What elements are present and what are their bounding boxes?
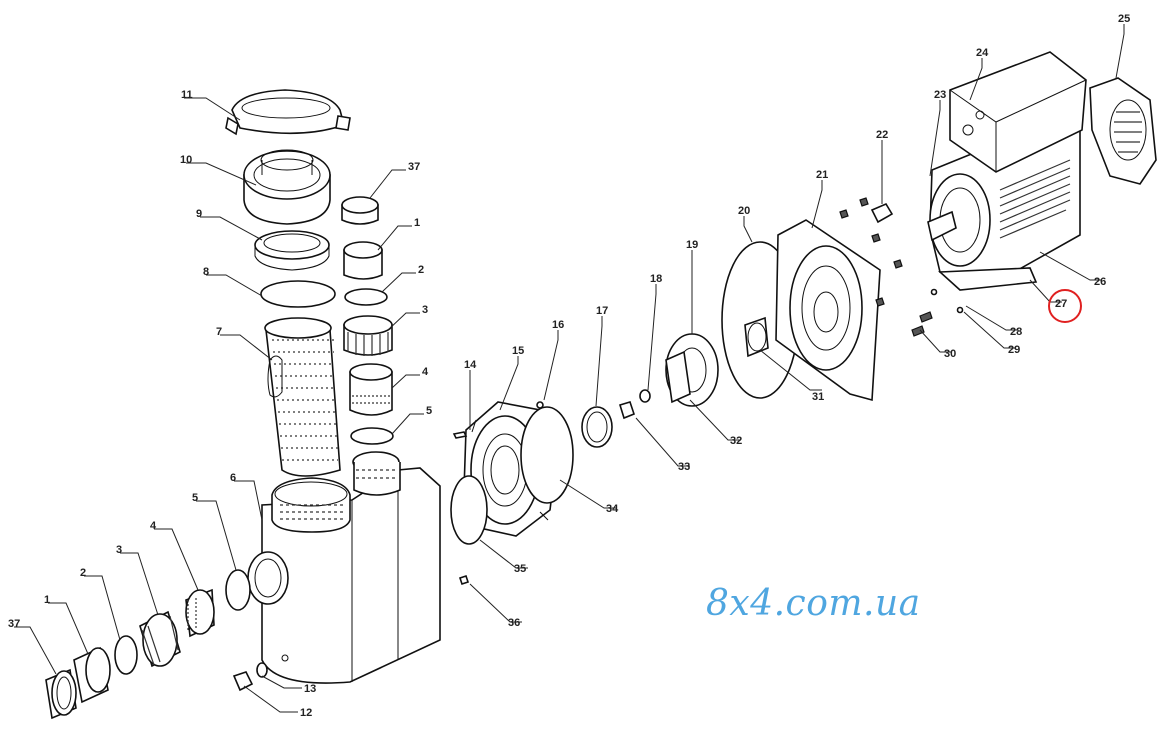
label-37-top: 37 bbox=[408, 161, 420, 173]
label-8: 8 bbox=[203, 266, 209, 278]
label-34: 34 bbox=[606, 503, 619, 515]
highlight-circle bbox=[1048, 289, 1082, 323]
label-14: 14 bbox=[464, 359, 477, 371]
label-19: 19 bbox=[686, 239, 698, 251]
label-12: 12 bbox=[300, 707, 312, 719]
impeller-assembly bbox=[618, 333, 719, 420]
wear-ring-17 bbox=[581, 406, 613, 448]
label-35: 35 bbox=[514, 563, 526, 575]
label-23: 23 bbox=[934, 89, 946, 101]
label-24: 24 bbox=[976, 47, 989, 59]
label-36: 36 bbox=[508, 617, 520, 629]
pin-16 bbox=[536, 401, 544, 409]
label-11: 11 bbox=[181, 89, 193, 101]
fan-cover-25 bbox=[1089, 77, 1157, 185]
label-16: 16 bbox=[552, 319, 564, 331]
label-3-top: 3 bbox=[422, 304, 428, 316]
label-28: 28 bbox=[1010, 326, 1022, 338]
motor bbox=[927, 51, 1087, 291]
label-17: 17 bbox=[596, 305, 608, 317]
label-13: 13 bbox=[304, 683, 316, 695]
label-4-top: 4 bbox=[422, 366, 429, 378]
label-5-top: 5 bbox=[426, 405, 432, 417]
label-20: 20 bbox=[738, 205, 750, 217]
label-6: 6 bbox=[230, 472, 236, 484]
label-7: 7 bbox=[216, 326, 222, 338]
union-fittings-left bbox=[45, 569, 251, 720]
o-ring-35 bbox=[450, 475, 488, 545]
label-2-top: 2 bbox=[418, 264, 424, 276]
label-27: 27 bbox=[1055, 298, 1067, 310]
base-bolts bbox=[911, 288, 964, 337]
label-26: 26 bbox=[1094, 276, 1106, 288]
label-25: 25 bbox=[1118, 13, 1130, 25]
lid-gasket bbox=[254, 230, 330, 271]
strainer-lid bbox=[243, 149, 331, 225]
label-30: 30 bbox=[944, 348, 956, 360]
motor-bracket bbox=[775, 197, 903, 402]
label-9: 9 bbox=[196, 208, 202, 220]
label-2-left: 2 bbox=[80, 567, 86, 579]
label-1-top: 1 bbox=[414, 217, 420, 229]
label-29: 29 bbox=[1008, 344, 1020, 356]
o-ring-8 bbox=[260, 280, 336, 308]
label-33: 33 bbox=[678, 461, 690, 473]
o-ring-34 bbox=[520, 406, 574, 504]
label-31: 31 bbox=[812, 391, 824, 403]
label-10: 10 bbox=[180, 154, 192, 166]
drain-plug bbox=[232, 662, 268, 692]
label-1-left: 1 bbox=[44, 594, 50, 606]
union-fittings-top bbox=[341, 196, 394, 445]
label-3-left: 3 bbox=[116, 544, 122, 556]
label-32: 32 bbox=[730, 435, 742, 447]
label-15: 15 bbox=[512, 345, 524, 357]
label-21: 21 bbox=[816, 169, 828, 181]
pump-housing bbox=[247, 451, 441, 684]
lid-clamp-ring bbox=[225, 89, 351, 136]
label-5-left: 5 bbox=[192, 492, 198, 504]
label-4-left: 4 bbox=[150, 520, 157, 532]
screw-36 bbox=[458, 574, 470, 586]
part-labels: 11 10 9 8 7 37 1 2 3 4 5 6 5 4 3 2 1 37 … bbox=[8, 13, 1130, 719]
strainer-basket bbox=[264, 317, 341, 477]
label-37-left: 37 bbox=[8, 618, 20, 630]
watermark-text: 8x4.com.ua bbox=[706, 583, 921, 624]
label-22: 22 bbox=[876, 129, 888, 141]
nut-22 bbox=[870, 202, 894, 224]
label-18: 18 bbox=[650, 273, 662, 285]
